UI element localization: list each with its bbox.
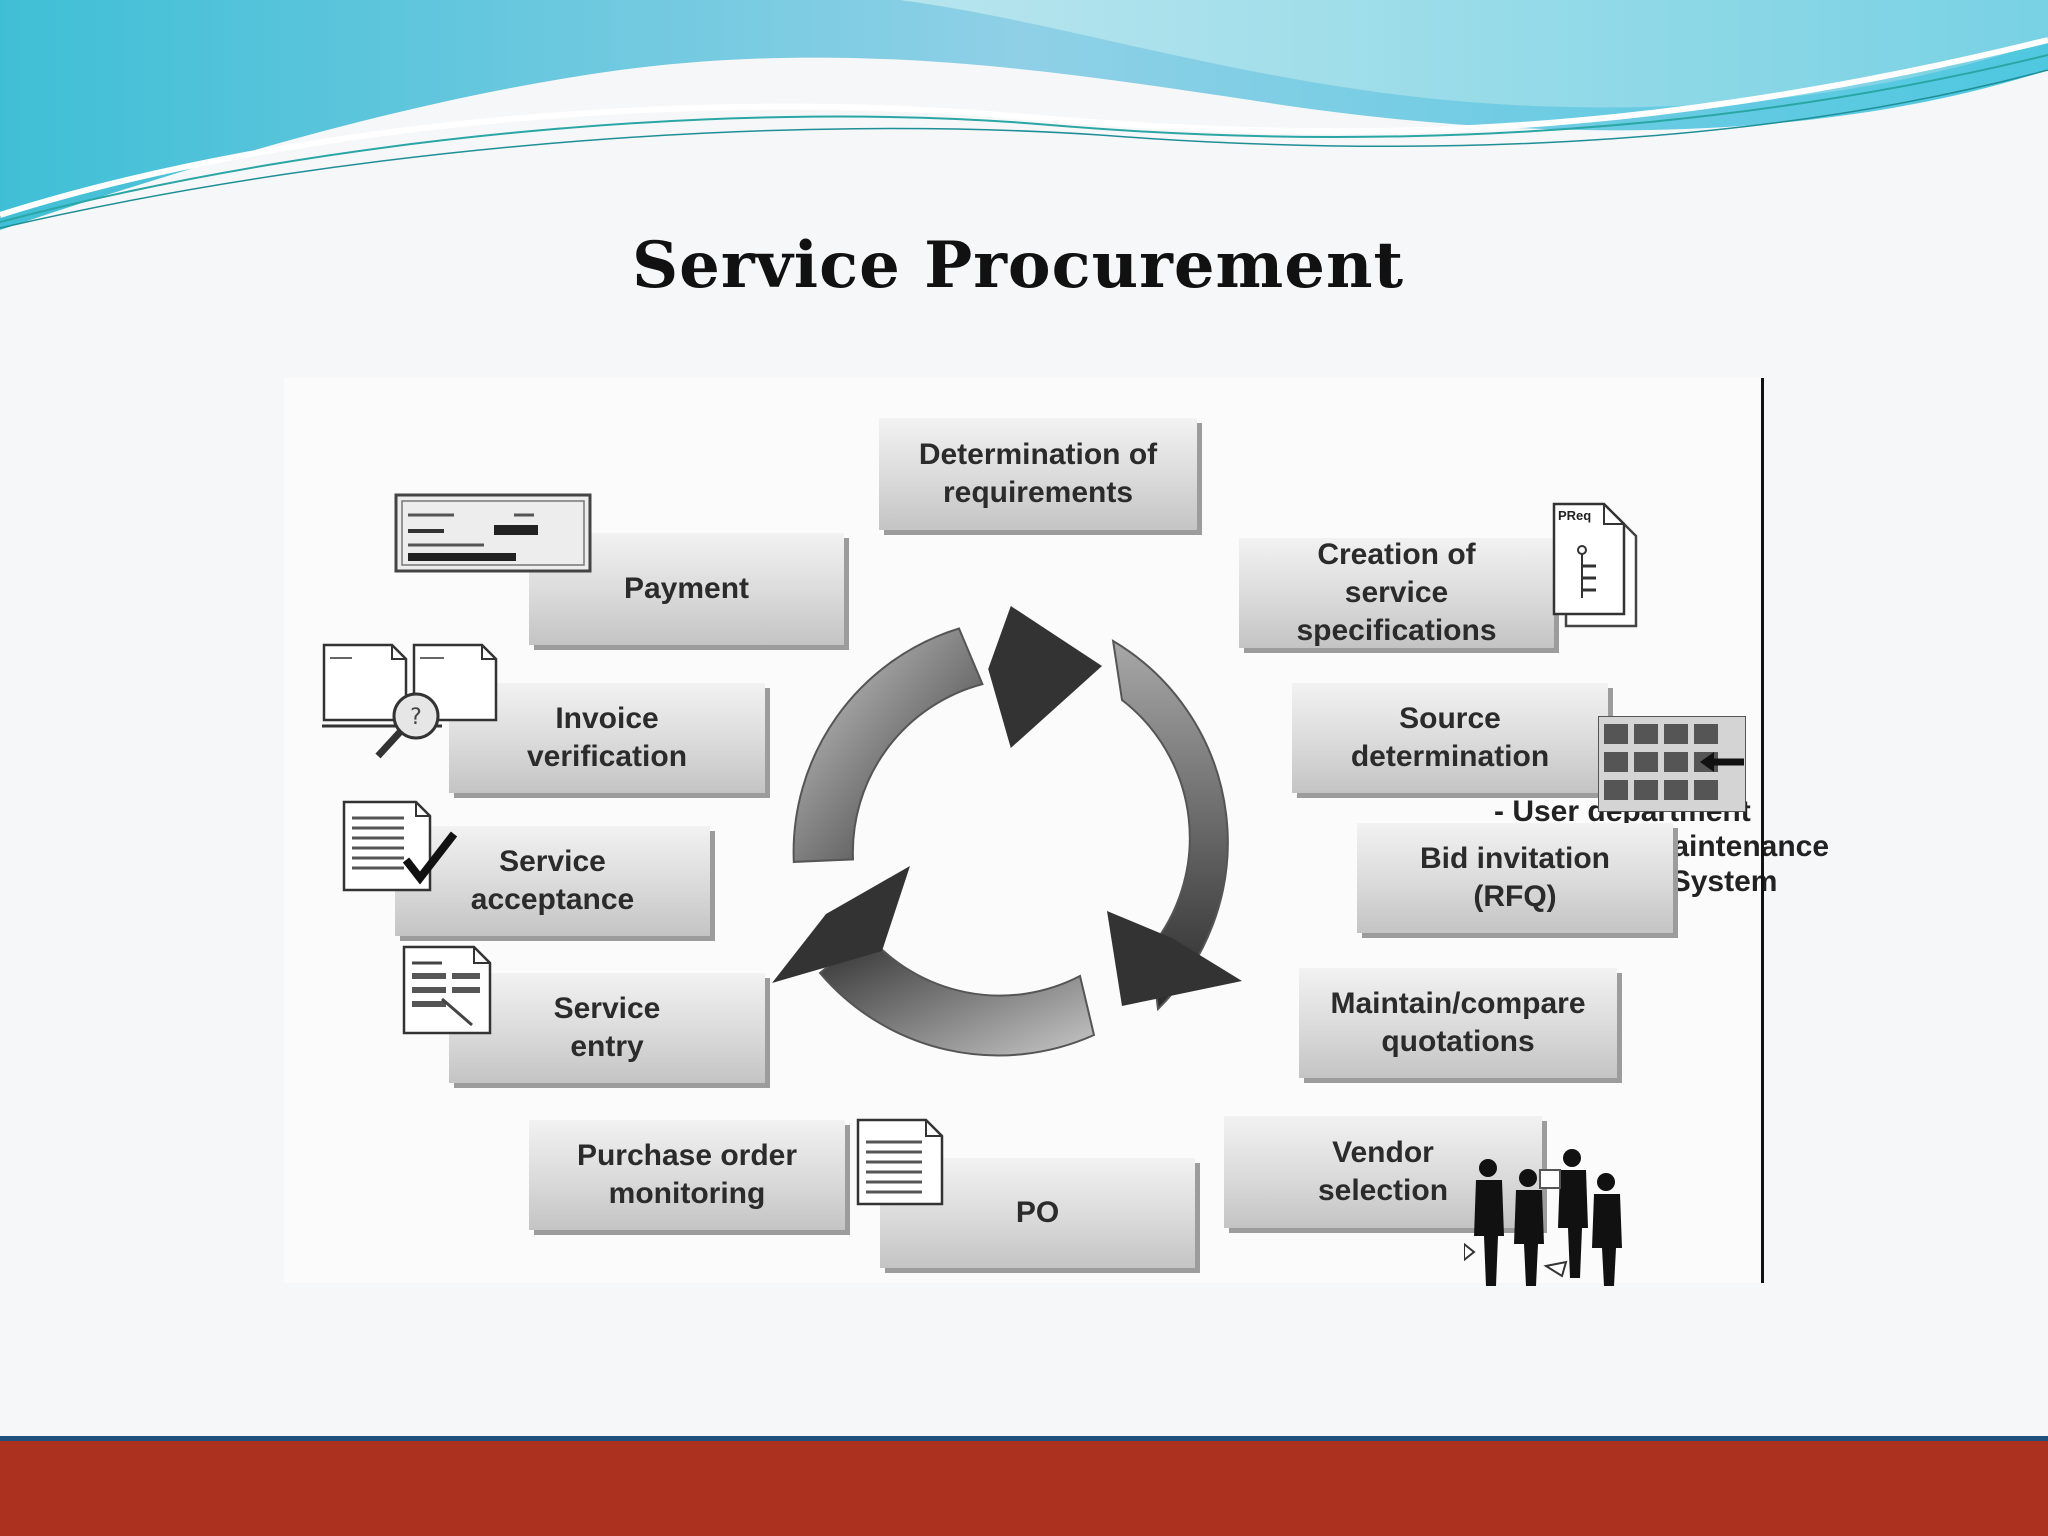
step-invoice-verification: Invoice verification [449, 683, 765, 793]
step-source-determination: Source determination [1292, 683, 1608, 793]
people-meeting-icon [1464, 1149, 1622, 1286]
vertical-divider-line [1761, 378, 1764, 1283]
step-determination-of-requirements: Determination of requirements [879, 418, 1197, 530]
step-maintain-compare-quotations: Maintain/compare quotations [1299, 968, 1617, 1078]
svg-text:?: ? [410, 705, 422, 730]
step-bid-invitation-rfq: Bid invitation (RFQ) [1357, 823, 1673, 933]
cycle-arrows-icon [772, 606, 1242, 1057]
magnifier-documents-icon: ? [322, 643, 498, 759]
preq-label: PReq [1558, 508, 1592, 523]
footer-bar [0, 1436, 2048, 1536]
slide-title: Service Procurement [631, 228, 1405, 303]
service-entry-document-icon [402, 945, 492, 1035]
step-service-entry: Service entry [449, 973, 765, 1083]
document-checkmark-icon [342, 800, 458, 892]
purchase-requisition-icon: PReq [1552, 502, 1640, 630]
po-document-icon [856, 1118, 944, 1206]
service-procurement-diagram: Determination of requirements - User dep… [284, 378, 1829, 1286]
step-creation-of-service-specifications: Creation of service specifications [1239, 538, 1554, 648]
check-payment-icon [394, 493, 592, 573]
source-grid-icon [1598, 716, 1746, 812]
header-wave-decoration [0, 0, 2048, 230]
step-purchase-order-monitoring: Purchase order monitoring [529, 1120, 845, 1230]
